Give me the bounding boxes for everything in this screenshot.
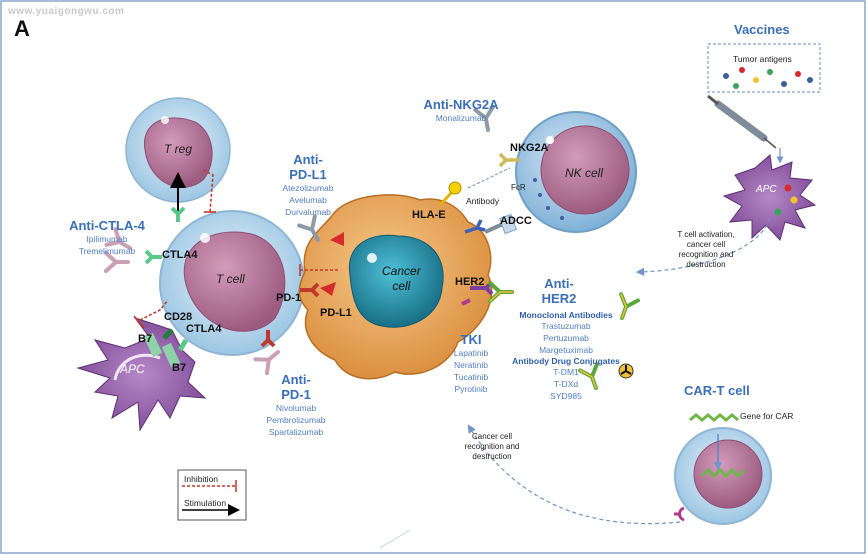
cd28-label: CD28: [164, 311, 193, 323]
b7-a-label: B7: [138, 333, 153, 345]
tcell-activation-line3: recognition and: [678, 250, 734, 259]
tcell-label: T cell: [216, 272, 245, 286]
drug-spartalizumab: Spartalizumab: [268, 427, 324, 437]
anti-ctla4-title: Anti-CTLA-4: [69, 218, 145, 233]
drug-neratinib: Neratinib: [453, 360, 489, 370]
adc-list: T-DM1 T-DXd SYD985: [508, 366, 624, 402]
drug-syd985: SYD985: [550, 391, 582, 401]
tki-group: TKI Lapatinib Neratinib Tucatinib Pyroti…: [446, 332, 496, 395]
anti-pd1-title-line2: PD-1: [281, 387, 311, 402]
fcr-label: FcR: [511, 183, 526, 192]
nk-label: NK cell: [565, 166, 604, 180]
cancer-recognition-line3: destruction: [472, 452, 512, 461]
drug-tucatinib: Tucatinib: [453, 372, 489, 382]
her2-drugs-group: Monoclonal Antibodies Trastuzumab Pertuz…: [508, 310, 624, 402]
drug-pembrolizumab: Pembrolizumab: [266, 415, 326, 425]
treg-cell: [125, 97, 231, 203]
anti-ctla4-group: Anti-CTLA-4 Ipilimumab Tremelimumab: [62, 218, 152, 257]
tcell-activation-line1: T cell activation,: [677, 230, 735, 239]
anti-pdl1-title-line2: PD-L1: [289, 167, 327, 182]
pdl1-label: PD-L1: [320, 307, 352, 319]
apc-right-cell: [722, 154, 817, 241]
nkg2a-label: NKG2A: [510, 142, 549, 154]
anti-pdl1-title-line1: Anti-: [293, 152, 323, 167]
antigen-box: [707, 43, 821, 93]
anti-pdl1-title: Anti- PD-L1: [276, 152, 340, 182]
b7-b-label: B7: [172, 362, 187, 374]
antibody-label: Antibody: [466, 196, 500, 206]
tcell-activation-line4: destruction: [686, 260, 726, 269]
anti-pd1-group: Anti- PD-1 Nivolumab Pembrolizumab Spart…: [258, 372, 334, 438]
drug-nivolumab: Nivolumab: [275, 403, 317, 413]
legend-box: [177, 469, 247, 521]
drug-atezolizumab: Atezolizumab: [282, 183, 334, 193]
drug-avelumab: Avelumab: [289, 195, 327, 205]
panel-label: A: [14, 16, 30, 41]
drug-tdxd: T-DXd: [553, 379, 579, 389]
drug-lapatinib: Lapatinib: [453, 348, 489, 358]
anti-pdl1-group: Anti- PD-L1 Atezolizumab Avelumab Durval…: [276, 152, 340, 218]
anti-pdl1-drugs: Atezolizumab Avelumab Durvalumab: [276, 182, 340, 218]
drug-monalizumab: Monalizumab: [435, 113, 487, 123]
drug-ipilimumab: Ipilimumab: [86, 234, 128, 244]
anti-her2-group: Anti- HER2: [532, 276, 586, 306]
anti-nkg2a-group: Anti-NKG2A Monalizumab: [416, 97, 506, 124]
anti-her2-title-line1: Anti-: [544, 276, 574, 291]
syringe-icon: [707, 94, 777, 149]
nk-cell: [515, 111, 637, 233]
drug-tremelimumab: Tremelimumab: [78, 246, 136, 256]
cancer-recognition-note: Cancer cell recognition and destruction: [454, 432, 530, 462]
anti-nkg2a-title: Anti-NKG2A: [423, 97, 499, 112]
anti-nkg2a-drugs: Monalizumab: [416, 112, 506, 124]
cancer-recognition-line2: recognition and: [464, 442, 520, 451]
cancer-label: Cancer cell: [382, 264, 421, 294]
ctla4-low-label: CTLA4: [186, 323, 222, 335]
drug-durvalumab: Durvalumab: [285, 207, 331, 217]
anti-ctla4-drugs: Ipilimumab Tremelimumab: [62, 233, 152, 257]
cart-cell: [674, 413, 772, 525]
drug-pertuzumab: Pertuzumab: [543, 333, 589, 343]
anti-her2-title: Anti- HER2: [532, 276, 586, 306]
tki-drugs: Lapatinib Neratinib Tucatinib Pyrotinib: [446, 347, 496, 395]
tcell: [159, 210, 305, 356]
adcc-label: ADCC: [500, 215, 532, 227]
pd1-label: PD-1: [276, 292, 302, 304]
apc-left-label: APC: [120, 362, 145, 376]
tcell-activation-note: T cell activation, cancer cell recogniti…: [660, 230, 752, 270]
anti-pd1-drugs: Nivolumab Pembrolizumab Spartalizumab: [258, 402, 334, 438]
radiation-icon: [618, 363, 634, 379]
drug-trastuzumab: Trastuzumab: [541, 321, 591, 331]
tcell-activation-line2: cancer cell: [686, 240, 726, 249]
mab-heading: Monoclonal Antibodies: [519, 310, 613, 320]
cancer-cell: [298, 194, 493, 380]
anti-pd1-title-line1: Anti-: [281, 372, 311, 387]
cart-title: CAR-T cell: [684, 383, 750, 398]
hlae-label: HLA-E: [412, 209, 446, 221]
drug-pyrotinib: Pyrotinib: [454, 384, 488, 394]
watermark: www.yuaigongwu.com: [8, 6, 125, 17]
cancer-label-line2: cell: [392, 279, 411, 293]
apc-right-label: APC: [756, 184, 777, 195]
her2-label: HER2: [455, 276, 485, 288]
mab-list: Trastuzumab Pertuzumab Margetuximab: [508, 320, 624, 356]
anti-her2-title-line2: HER2: [541, 291, 577, 306]
treg-label: T reg: [164, 142, 193, 156]
gene-for-car-label: Gene for CAR: [740, 411, 794, 421]
vaccines-title: Vaccines: [734, 22, 790, 37]
anti-pd1-title: Anti- PD-1: [258, 372, 334, 402]
drug-tdm1: T-DM1: [553, 367, 579, 377]
ctla4-top-label: CTLA4: [162, 249, 198, 261]
drug-margetuximab: Margetuximab: [539, 345, 593, 355]
legend-inhibition: Inhibition: [184, 474, 219, 484]
tumor-antigens-label: Tumor antigens: [733, 54, 792, 64]
tki-title: TKI: [460, 332, 482, 347]
legend-stimulation: Stimulation: [184, 498, 227, 508]
adc-heading: Antibody Drug Conjugates: [512, 356, 620, 366]
cancer-recognition-line1: Cancer cell: [471, 432, 512, 441]
cancer-label-line1: Cancer: [382, 264, 421, 278]
